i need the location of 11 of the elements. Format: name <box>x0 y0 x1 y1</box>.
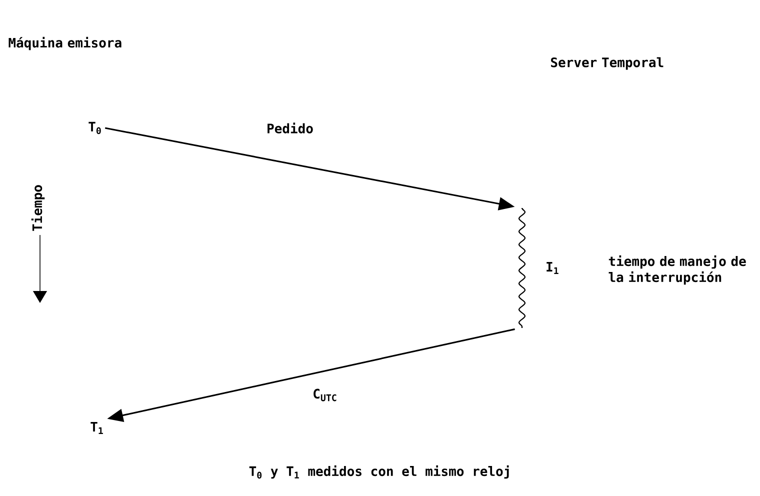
time-label: T$_{1}$ <box>90 422 103 434</box>
coil <box>518 208 526 328</box>
edge-label: Pedido <box>266 122 314 134</box>
edge-label: C$_{UTC}$ <box>312 388 338 402</box>
note: tiempo de manejo de la interrupción <box>608 255 746 285</box>
heading: Server Temporal <box>551 57 664 70</box>
axis-label: Tiempo <box>31 185 45 231</box>
interval-label: I$_{1}$ <box>546 262 558 274</box>
caption: T$_{0}$ y T$_{1}$ medidos con el mismo reloj <box>249 465 509 479</box>
heading: Máquina emisora <box>8 36 122 50</box>
time-label: T$_{0}$ <box>88 122 101 134</box>
